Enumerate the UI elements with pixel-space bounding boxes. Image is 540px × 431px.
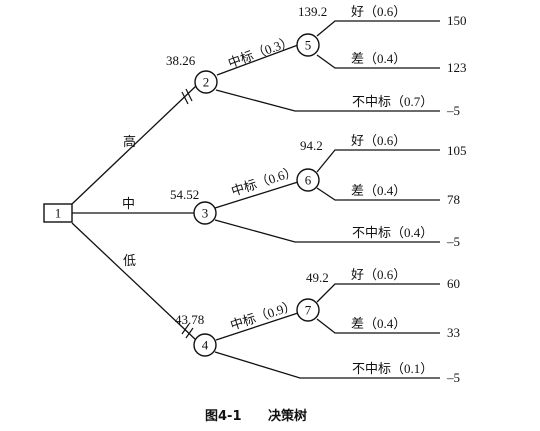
node-6-label: 6 <box>305 173 312 188</box>
bid-lose-label-3: 不中标（0.4） <box>352 225 433 240</box>
ev-node-6: 94.2 <box>300 138 323 153</box>
payoff-n6-good: 105 <box>447 143 467 158</box>
bid-win-label-2: 中标（0.3） <box>226 33 295 70</box>
edge-1-2 <box>71 85 197 205</box>
node-7-label: 7 <box>305 303 312 318</box>
edge-4-7 <box>215 312 299 341</box>
prune-mark-low-2 <box>185 327 194 339</box>
payoff-n7-good: 60 <box>447 276 460 291</box>
payoff-n3-lose: –5 <box>446 234 460 249</box>
edge-7-bad <box>316 318 440 334</box>
bid-lose-label-4: 不中标（0.1） <box>352 361 433 376</box>
chance-node-6 <box>296 168 320 192</box>
edge-4-lose <box>214 351 440 379</box>
chance-node-5 <box>296 33 320 57</box>
ev-node-7: 49.2 <box>306 270 329 285</box>
outcome-good-label-5: 好（0.6） <box>351 4 406 19</box>
edge-3-lose <box>214 219 440 243</box>
node-2-label: 2 <box>203 75 210 90</box>
payoff-n2-lose: –5 <box>446 103 460 118</box>
node-1-label: 1 <box>55 206 62 221</box>
figure-number: 图4-1 <box>205 409 242 424</box>
prune-mark-high-2 <box>185 88 193 102</box>
chance-node-7 <box>296 298 320 322</box>
branch-mid-label: 中 <box>122 196 135 211</box>
edge-6-good <box>316 149 440 173</box>
figure-title: 决策树 <box>268 408 307 424</box>
payoff-n4-lose: –5 <box>446 370 460 385</box>
payoff-n5-bad: 123 <box>447 60 467 75</box>
ev-node-5: 139.2 <box>298 4 327 19</box>
ev-node-4: 43.78 <box>175 312 204 327</box>
payoff-n7-bad: 33 <box>447 325 460 340</box>
ev-node-2: 38.26 <box>166 53 196 68</box>
outcome-good-label-6: 好（0.6） <box>351 133 406 148</box>
outcome-bad-label-5: 差（0.4） <box>351 51 406 66</box>
edge-3-6 <box>214 181 299 209</box>
edge-2-lose <box>215 89 440 112</box>
bid-win-label-4: 中标（0.9） <box>228 297 298 332</box>
edge-7-good <box>316 283 440 303</box>
edge-5-good <box>316 20 440 37</box>
node-3-label: 3 <box>202 206 209 221</box>
prune-mark-low-1 <box>181 323 190 335</box>
bid-win-label-3: 中标（0.6） <box>229 163 299 198</box>
chance-node-3 <box>193 201 217 225</box>
node-4-label: 4 <box>202 338 209 353</box>
chance-node-4 <box>193 333 217 357</box>
decision-node-1 <box>43 203 73 223</box>
branch-low-label: 低 <box>123 253 136 268</box>
outcome-bad-label-6: 差（0.4） <box>351 183 406 198</box>
branch-high-label: 高 <box>123 134 136 149</box>
ev-node-3: 54.52 <box>170 187 199 202</box>
edge-1-4 <box>71 222 197 341</box>
chance-node-2 <box>194 70 218 94</box>
edge-5-bad <box>316 54 440 69</box>
node-5-label: 5 <box>305 38 312 53</box>
payoff-n5-good: 150 <box>447 13 467 28</box>
bid-lose-label-2: 不中标（0.7） <box>352 94 433 109</box>
prune-mark-high-1 <box>181 91 189 105</box>
edge-6-bad <box>316 187 440 201</box>
outcome-bad-label-7: 差（0.4） <box>351 316 406 331</box>
payoff-n6-bad: 78 <box>447 192 460 207</box>
outcome-good-label-7: 好（0.6） <box>351 267 406 282</box>
edge-2-5 <box>216 44 299 76</box>
